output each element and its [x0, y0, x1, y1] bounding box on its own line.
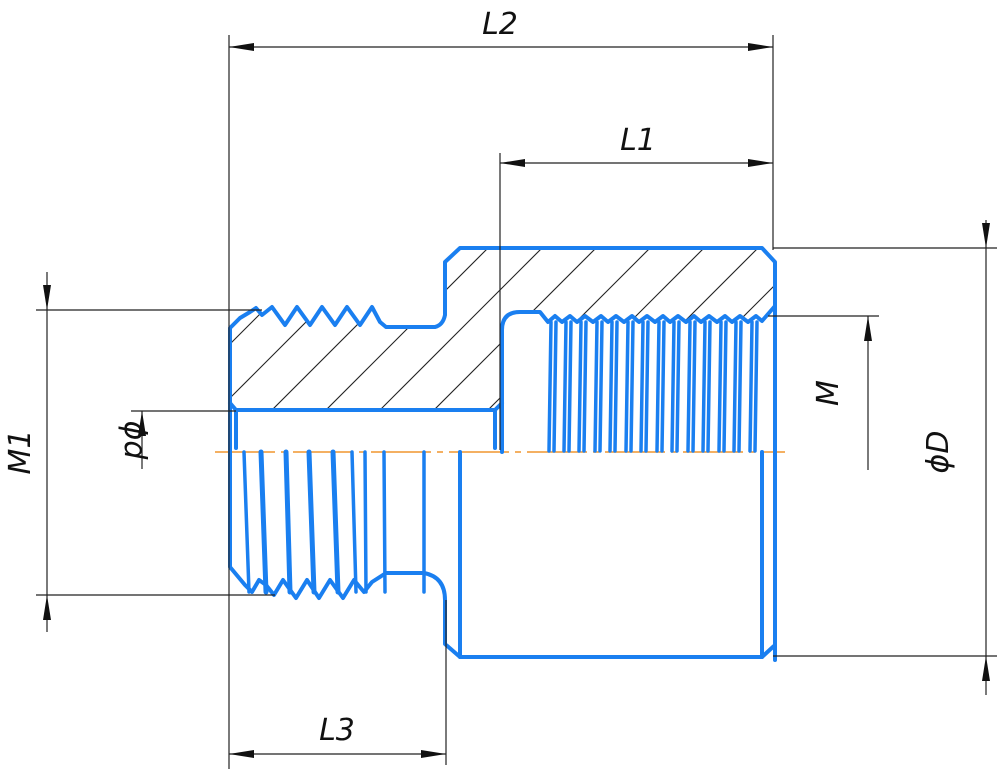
label-l1: L1 [620, 123, 656, 158]
female-thread-line [670, 320, 676, 453]
female-thread-line [717, 320, 723, 453]
label-m1: M1 [3, 430, 38, 475]
hatch-line [232, 248, 301, 410]
female-thread-line [748, 320, 754, 453]
label-phi-d: ϕd [117, 421, 152, 461]
female-thread-line [629, 320, 635, 453]
female-thread-line [753, 320, 759, 453]
hatch-line [856, 220, 1000, 420]
label-l2: L2 [482, 7, 518, 42]
female-thread-line [547, 320, 553, 453]
female-thread-line [706, 320, 712, 453]
label-l3: L3 [319, 713, 355, 748]
female-thread-line [691, 320, 697, 453]
label-phi-d-outer: ϕD [921, 431, 956, 474]
female-thread-line [608, 320, 614, 453]
male-thread-line [242, 450, 251, 594]
female-thread-line [593, 320, 599, 453]
female-thread-line [577, 320, 583, 453]
female-thread-line [598, 320, 604, 453]
part-outline-upper [228, 246, 777, 422]
dimension-l2: L2 [228, 7, 774, 769]
female-cavity-outline [500, 304, 777, 662]
male-thread-line [350, 450, 358, 594]
female-thread-lines [547, 320, 759, 453]
female-thread-line [582, 320, 588, 453]
male-thread-line [306, 449, 317, 595]
female-thread-line [567, 320, 573, 453]
female-thread-line [660, 320, 666, 453]
male-thread-lines [242, 449, 426, 595]
dimension-phi-d: ϕd [117, 410, 236, 469]
dimension-m: M [768, 315, 879, 470]
female-thread-line [686, 320, 692, 453]
female-thread-line [701, 320, 707, 453]
female-thread-line [732, 320, 738, 453]
dimension-phi-d-outer: ϕD [773, 220, 997, 695]
dimension-m1: M1 [3, 272, 275, 632]
bore-line-upper [228, 401, 504, 412]
female-thread-line [644, 320, 650, 453]
male-thread-line [330, 449, 341, 595]
female-thread-line [613, 320, 619, 453]
female-thread-line [624, 320, 630, 453]
female-thread-line [737, 320, 743, 453]
male-thread-line [258, 449, 269, 595]
label-m: M [811, 380, 846, 406]
hatch-line [232, 248, 355, 410]
female-thread-line [639, 320, 645, 453]
male-thread-line [363, 450, 368, 594]
female-thread-line [722, 320, 728, 453]
female-thread-line [675, 320, 681, 453]
dimension-l1: L1 [499, 123, 773, 450]
hatch-line [369, 248, 571, 410]
male-thread-line [283, 449, 293, 595]
hatch-line [964, 220, 1000, 420]
dimension-l3: L3 [229, 600, 447, 765]
female-thread-line [552, 320, 558, 453]
female-thread-line [655, 320, 661, 453]
hatch-line [747, 248, 775, 410]
male-thread-line [382, 450, 387, 594]
female-thread-line [562, 320, 568, 453]
